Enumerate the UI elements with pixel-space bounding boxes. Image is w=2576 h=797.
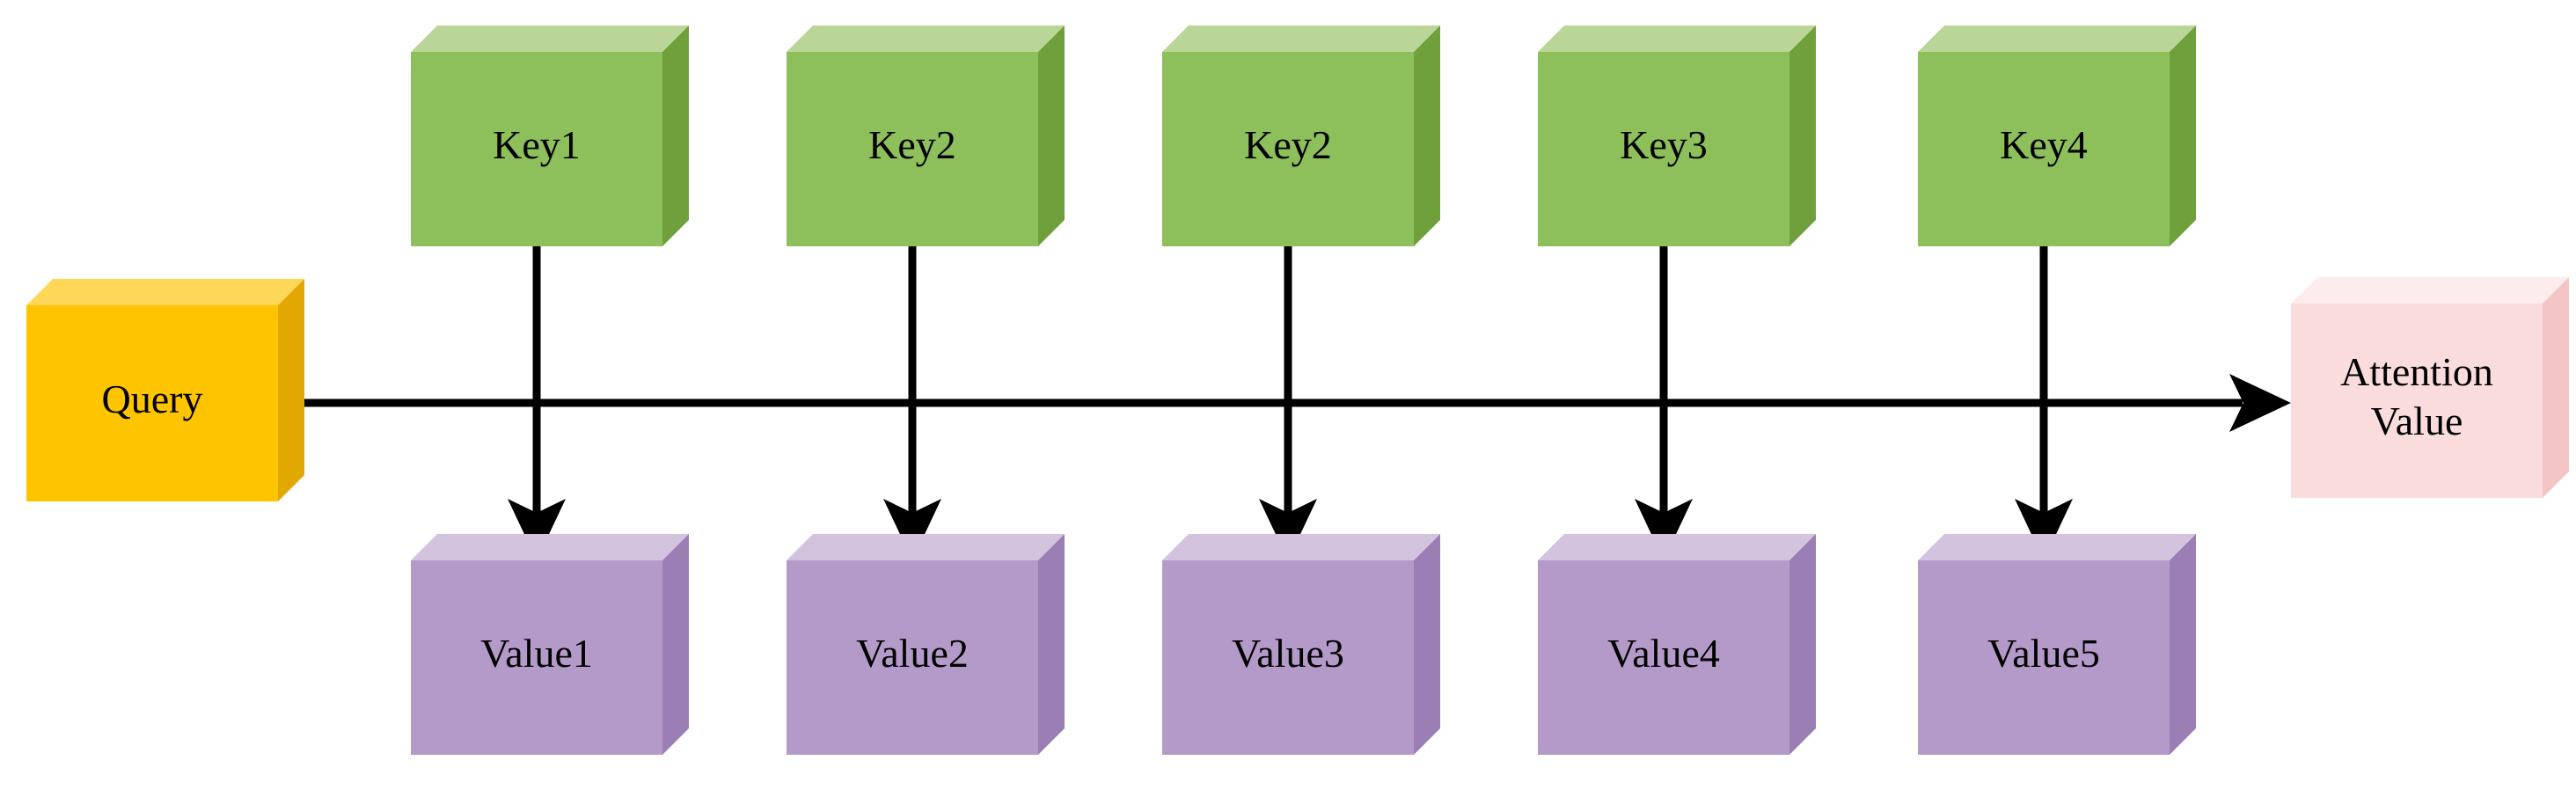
value-box-value5-top-face [1918,534,2196,560]
query-box-front-face [26,305,278,501]
key-box-key2[interactable]: Key2 [787,26,1065,246]
query-to-attention-connector [278,374,2291,432]
connector-key-3-to-value-3 [1259,246,1317,560]
arrowhead-down-icon [2015,499,2073,560]
key-box-key1-side-face [662,26,689,246]
arrowhead-down-icon [1259,499,1317,560]
value-box-value2-top-face [787,534,1065,560]
attention-value-box-label: Value [2371,398,2463,443]
value-box-value3-front-face [1162,560,1414,755]
value-box-value3[interactable]: Value3 [1162,534,1440,755]
query-box[interactable]: Query [26,279,304,501]
value-box-value4-label: Value4 [1607,631,1720,676]
key-box-key2-label: Key2 [868,122,956,167]
query-box-top-face [26,279,304,305]
attention-value-box-top-face [2291,277,2569,303]
key-box-key3-label: Key3 [1620,122,1708,167]
key-box-key2-label: Key2 [1244,122,1332,167]
key-box-key4-side-face [2170,26,2196,246]
arrowhead-down-icon [1635,499,1693,560]
key-box-key4[interactable]: Key4 [1918,26,2196,246]
value-box-value1-side-face [662,534,689,755]
key-box-key3-side-face [1789,26,1816,246]
key-box-key2-top-face [1162,26,1440,52]
key-box-key3-front-face [1538,52,1789,246]
attention-value-box-label: Attention [2340,349,2493,394]
value-box-row: Value1 Value2 Value3 Value4 Value5 [411,534,2196,755]
value-box-value2[interactable]: Value2 [787,534,1065,755]
value-box-value3-top-face [1162,534,1440,560]
arrowhead-down-icon [883,499,941,560]
key-box-key1-top-face [411,26,689,52]
value-box-value5-label: Value5 [1987,631,2100,676]
value-box-value1-front-face [411,560,662,755]
key-box-key4-top-face [1918,26,2196,52]
key-box-key2-side-face [1038,26,1065,246]
query-box-label: Query [102,377,203,421]
value-box-value5-side-face [2170,534,2196,755]
key-box-key3[interactable]: Key3 [1538,26,1816,246]
key-box-key4-label: Key4 [2000,122,2088,167]
value-box-value2-front-face [787,560,1038,755]
arrowhead-right-icon [2229,374,2291,432]
connector-key-4-to-value-4 [1635,246,1693,560]
value-box-value1-label: Value1 [480,631,593,676]
value-box-value4-front-face [1538,560,1789,755]
arrowhead-down-icon [508,499,566,560]
key-box-key2-front-face [1162,52,1414,246]
value-box-value2-side-face [1038,534,1065,755]
connector-key-1-to-value-1 [508,246,566,560]
key-box-key2-side-face [1414,26,1440,246]
key-to-value-connectors [508,246,2073,560]
value-box-value4-side-face [1789,534,1816,755]
key-box-row: Key1 Key2 Key2 Key3 Key4 [411,26,2196,246]
value-box-value3-label: Value3 [1232,631,1344,676]
value-box-value2-label: Value2 [856,631,969,676]
value-box-value4-top-face [1538,534,1816,560]
key-box-key2-top-face [787,26,1065,52]
key-box-key4-front-face [1918,52,2170,246]
key-box-key1-label: Key1 [493,122,581,167]
attention-value-box-side-face [2543,277,2569,498]
value-box-value1-top-face [411,534,689,560]
key-box-key1[interactable]: Key1 [411,26,689,246]
query-box-side-face [278,279,304,501]
value-box-value4[interactable]: Value4 [1538,534,1816,755]
key-box-key3-top-face [1538,26,1816,52]
query-box[interactable]: Query [26,279,304,501]
value-box-value5[interactable]: Value5 [1918,534,2196,755]
connector-key-2-to-value-2 [883,246,941,560]
value-box-value5-front-face [1918,560,2170,755]
connector-key-5-to-value-5 [2015,246,2073,560]
value-box-value3-side-face [1414,534,1440,755]
key-box-key1-front-face [411,52,662,246]
value-box-value1[interactable]: Value1 [411,534,689,755]
attention-value-box-front-face [2291,303,2543,498]
key-box-key2[interactable]: Key2 [1162,26,1440,246]
key-box-key2-front-face [787,52,1038,246]
